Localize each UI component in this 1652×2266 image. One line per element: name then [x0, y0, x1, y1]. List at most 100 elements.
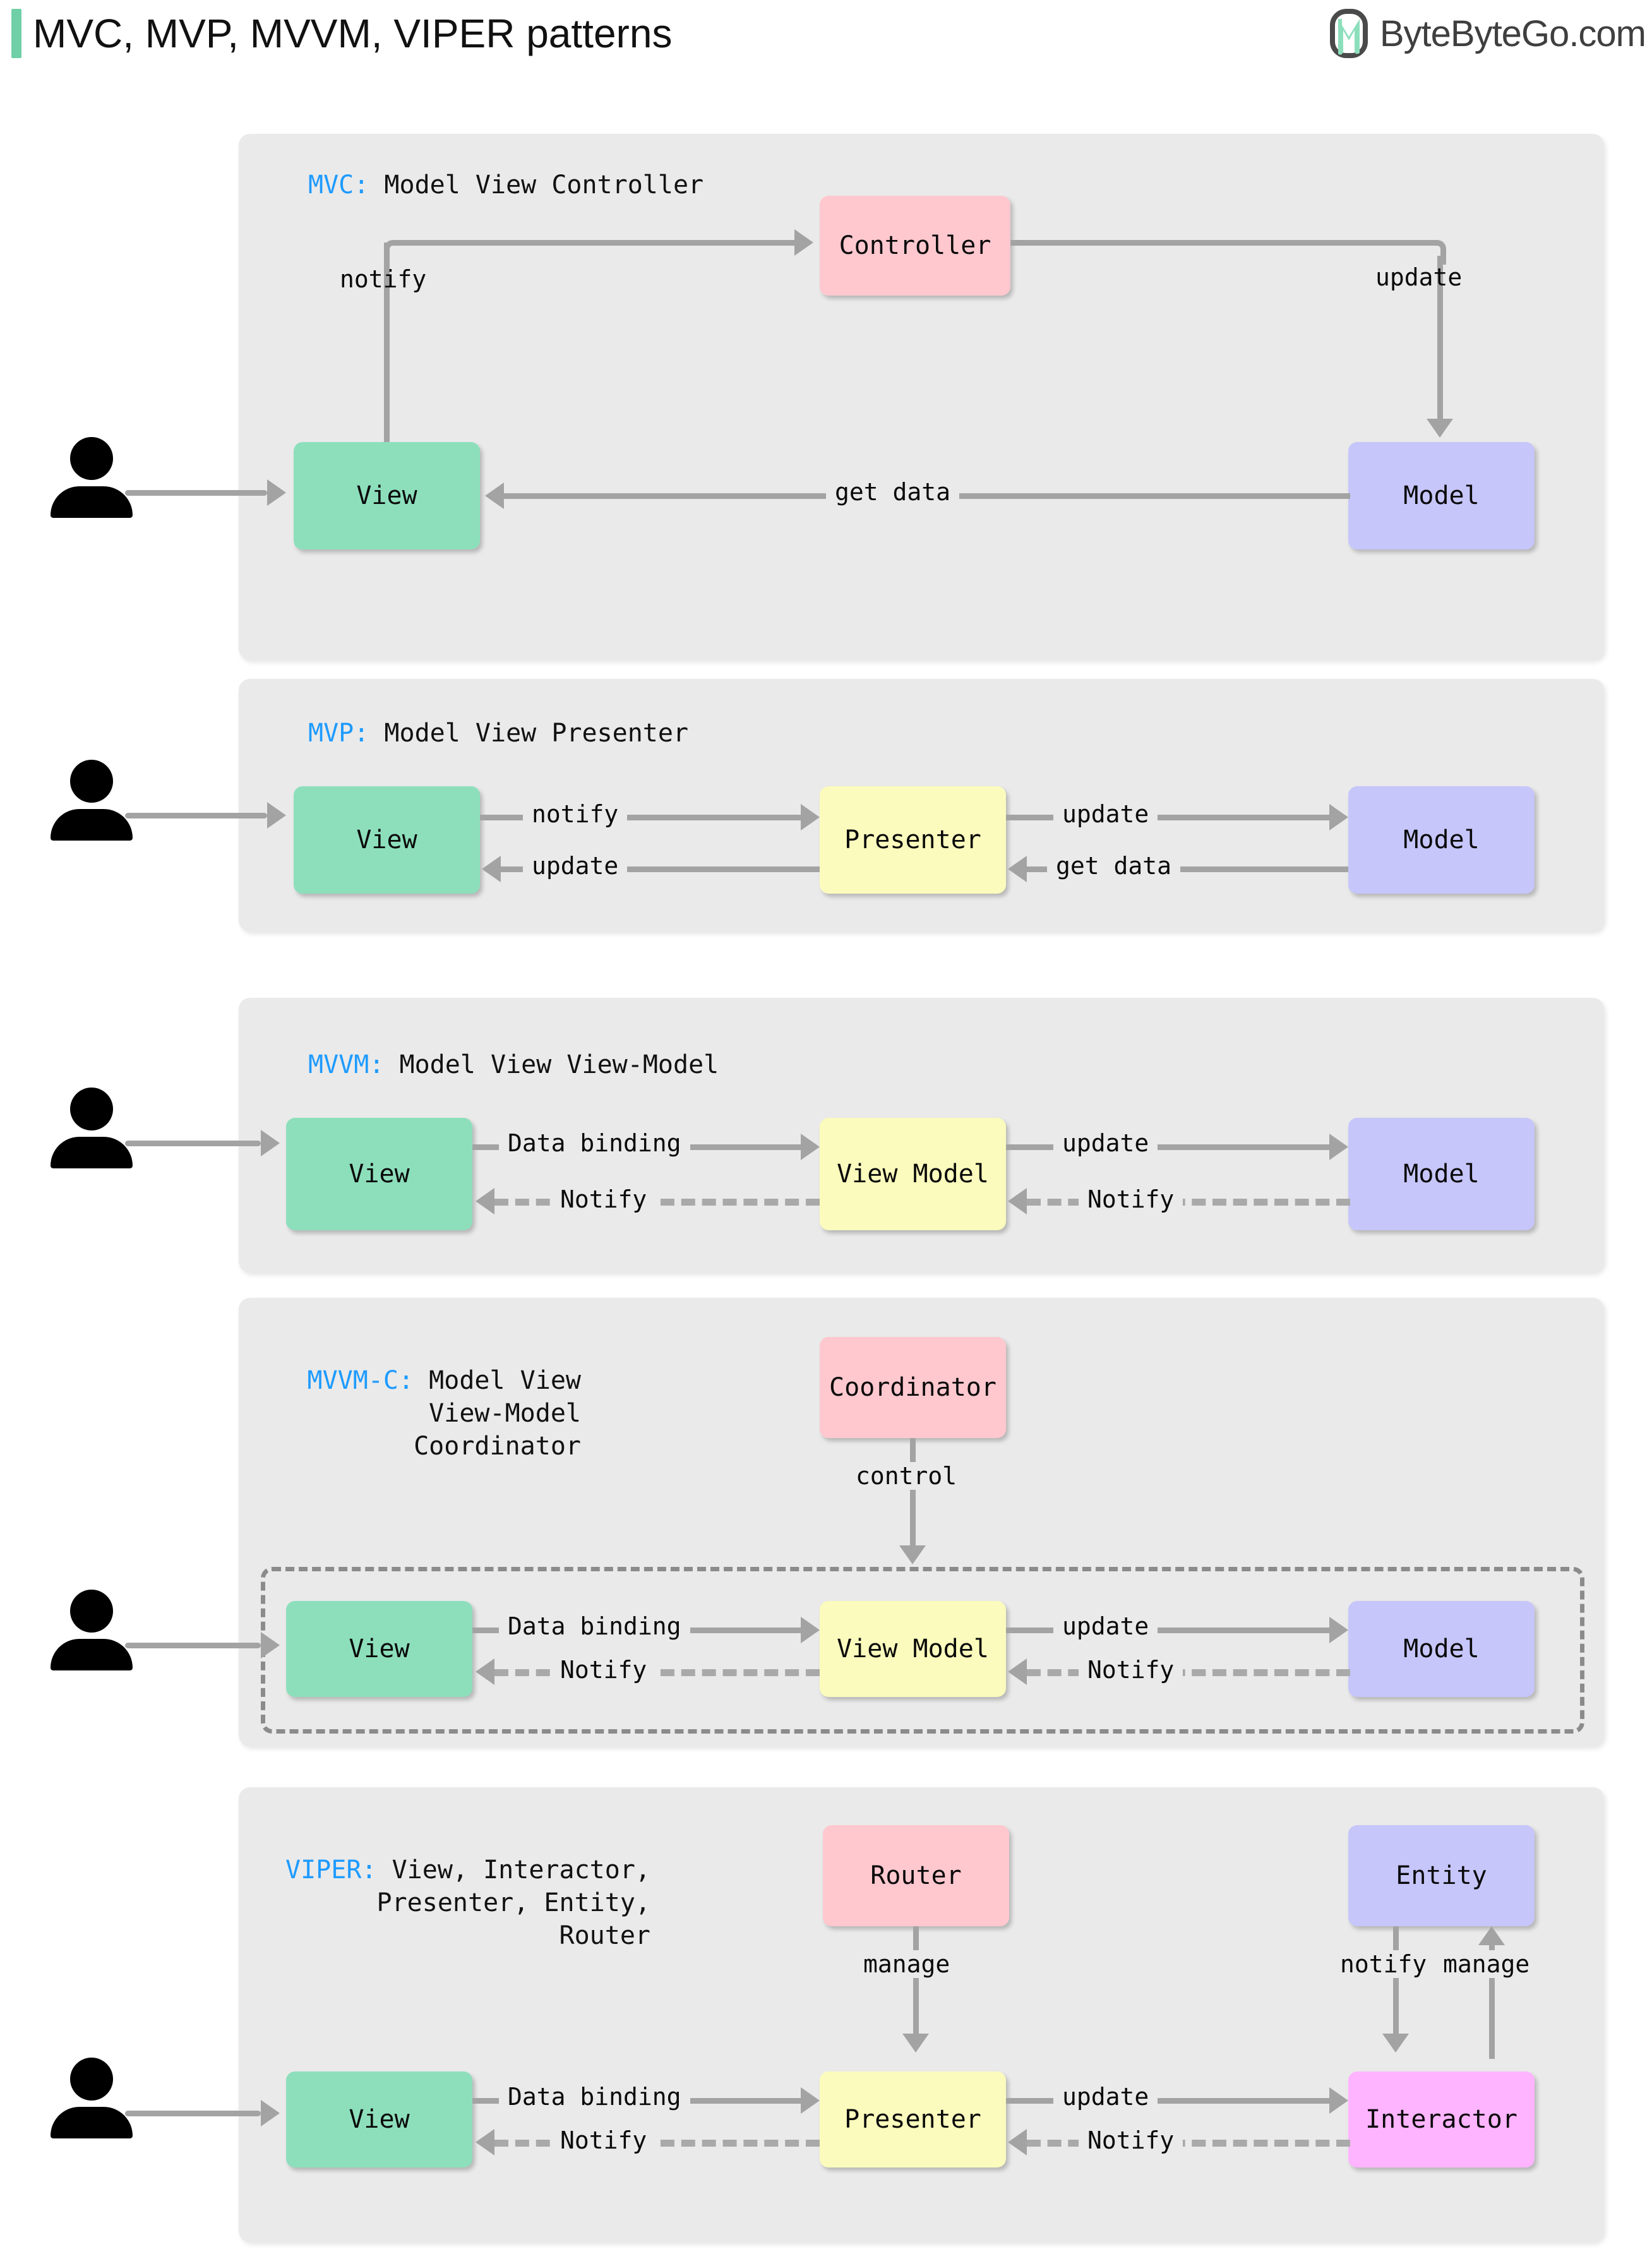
section-mvp-title: MVP: Model View Presenter: [308, 717, 688, 750]
edge-update-line: [1006, 2098, 1329, 2104]
page-title: MVC, MVP, MVVM, VIPER patterns: [33, 11, 673, 56]
section-mvvmc-title-line2: View-Model: [429, 1399, 581, 1428]
node-view[interactable]: View: [286, 2071, 472, 2167]
bytebytego-leaf-logo-icon: [1329, 9, 1368, 58]
edge-notify-left-line: [494, 2140, 820, 2147]
user-head: [70, 1590, 113, 1633]
edge-notify-right-arrowhead: [1008, 1658, 1027, 1685]
edge-update-arrowhead: [1329, 2087, 1348, 2114]
user-body: [51, 2107, 133, 2138]
edge-user-to-view-mvp: [125, 813, 267, 818]
node-presenter[interactable]: Presenter: [820, 786, 1006, 894]
user-head: [70, 1088, 113, 1130]
node-interactor[interactable]: Interactor: [1348, 2071, 1535, 2167]
edge-notify-left-arrowhead: [476, 1188, 494, 1214]
edge-label-data-binding: Data binding: [499, 1612, 690, 1640]
edge-update-arrowhead: [1427, 419, 1453, 438]
section-mvvmc-title-line3: Coordinator: [414, 1432, 581, 1461]
edge-label-update: update: [1053, 1612, 1158, 1640]
section-mvvm-title-rest: Model View View-Model: [384, 1050, 719, 1079]
edge-label-notify: notify: [523, 800, 628, 828]
section-mvvm-title: MVVM: Model View View-Model: [308, 1048, 719, 1081]
edge-user-to-view-mvc: [125, 490, 267, 496]
node-presenter[interactable]: Presenter: [820, 2071, 1006, 2167]
section-mvp: MVP: Model View Presenter View Presenter…: [239, 679, 1604, 932]
edge-notify-right-arrowhead: [1008, 2129, 1027, 2155]
edge-label-manage-router: manage: [856, 1950, 958, 1978]
section-viper-title-line2: Presenter, Entity,: [376, 1888, 650, 1917]
node-coordinator[interactable]: Coordinator: [820, 1337, 1006, 1438]
node-model[interactable]: Model: [1348, 786, 1535, 894]
node-model[interactable]: Model: [1348, 1118, 1535, 1230]
edge-notify-arrowhead: [801, 804, 820, 830]
node-entity[interactable]: Entity: [1348, 1825, 1535, 1926]
edge-label-notify-left: Notify: [551, 1656, 656, 1684]
user-body: [51, 1137, 133, 1168]
edge-user-arrowhead-viper: [261, 2100, 280, 2126]
section-mvvm-key: MVVM:: [308, 1050, 385, 1079]
section-viper-title-line3: Router: [559, 1921, 651, 1950]
node-controller[interactable]: Controller: [820, 196, 1010, 296]
edge-label-control: control: [848, 1462, 965, 1490]
edge-user-arrowhead-mvc: [267, 479, 286, 506]
edge-notify-arrowhead: [794, 229, 813, 256]
user-body: [51, 486, 133, 518]
edge-notify-left-line: [494, 1669, 820, 1676]
edge-label-notify-right: Notify: [1079, 1185, 1183, 1213]
edge-notify-right-line: [1027, 2140, 1350, 2147]
edge-update-arrowhead: [1329, 1617, 1348, 1643]
edge-databinding-arrowhead: [801, 2087, 820, 2114]
node-router[interactable]: Router: [823, 1825, 1009, 1926]
page-header: MVC, MVP, MVVM, VIPER patterns ByteByteG…: [0, 0, 1652, 68]
user-head: [70, 437, 113, 480]
edge-manage-router-arrowhead: [902, 2034, 929, 2053]
node-view-model[interactable]: View Model: [820, 1118, 1006, 1230]
section-mvvmc-title-rest: Model View: [414, 1366, 581, 1395]
edge-user-to-view-mvvm: [125, 1141, 261, 1146]
section-mvc-key: MVC:: [308, 171, 369, 200]
node-view[interactable]: View: [294, 786, 480, 894]
edge-user-to-view-viper: [125, 2111, 261, 2116]
user-person-icon-mvvm: [51, 1088, 133, 1168]
edge-update-horizontal: [1010, 240, 1424, 246]
user-person-icon-mvc: [51, 437, 133, 518]
user-head: [70, 2058, 113, 2101]
edge-manage-entity-arrowhead: [1478, 1926, 1505, 1945]
edge-update-vertical: [1437, 256, 1443, 419]
edge-notify-left-line: [494, 1199, 820, 1206]
edge-user-arrowhead-mvvm: [261, 1130, 280, 1156]
edge-label-update: update: [1053, 2083, 1158, 2111]
edge-manage-entity-line: [1489, 1945, 1495, 2059]
edge-update-line: [1006, 1628, 1329, 1633]
edge-notify-vertical: [384, 243, 390, 442]
section-mvc-title-rest: Model View Controller: [369, 171, 704, 200]
node-view[interactable]: View: [286, 1118, 472, 1230]
edge-notify-right-arrowhead: [1008, 1188, 1027, 1214]
edge-databinding-arrowhead: [801, 1134, 820, 1160]
brand-logo: ByteByteGo.com: [1329, 8, 1646, 59]
edge-label-notify-right: Notify: [1079, 1656, 1183, 1684]
node-model[interactable]: Model: [1348, 442, 1535, 549]
edge-update-arrowhead: [1329, 1134, 1348, 1160]
node-view-model[interactable]: View Model: [820, 1601, 1006, 1697]
edge-label-get-data: get data: [826, 478, 960, 506]
edge-label-notify: notify: [340, 265, 427, 293]
user-person-icon-mvp: [51, 760, 133, 841]
edge-notify-horizontal: [400, 240, 794, 246]
section-mvvmc-key: MVVM-C:: [307, 1366, 414, 1395]
edge-label-manage-entity: manage: [1435, 1950, 1538, 1978]
edge-databinding-arrowhead: [801, 1617, 820, 1643]
edge-label-data-binding: Data binding: [499, 1129, 690, 1157]
user-body: [51, 809, 133, 841]
edge-label-update: update: [1375, 263, 1463, 291]
section-viper-key: VIPER:: [285, 1855, 377, 1885]
section-viper-title-rest: View, Interactor,: [376, 1855, 650, 1885]
node-model[interactable]: Model: [1348, 1601, 1535, 1697]
edge-user-arrowhead-mvvmc: [261, 1632, 280, 1658]
edge-label-notify-left: Notify: [551, 1185, 656, 1213]
node-view[interactable]: View: [294, 442, 480, 549]
edge-getdata-line: [1027, 866, 1348, 872]
edge-label-update: update: [1053, 1129, 1158, 1157]
node-view[interactable]: View: [286, 1601, 472, 1697]
